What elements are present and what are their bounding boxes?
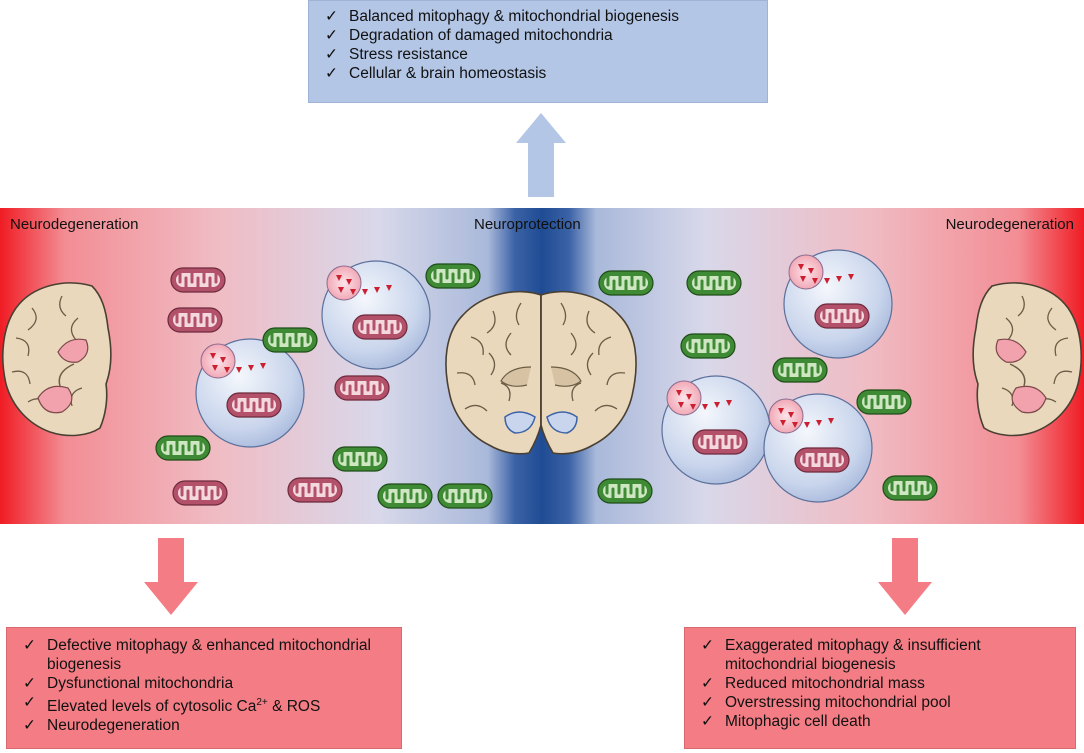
damaged-mitochondrion-icon	[333, 374, 391, 402]
outcome-item: ✓Defective mitophagy & enhanced mitochon…	[23, 637, 371, 673]
healthy-mitochondrion-icon	[685, 269, 743, 297]
check-icon: ✓	[325, 65, 338, 82]
outcome-item: ✓Neurodegeneration	[23, 717, 180, 735]
check-icon: ✓	[325, 27, 338, 44]
arrow-down-left-icon	[144, 538, 198, 615]
check-icon: ✓	[325, 46, 338, 63]
check-icon: ✓	[701, 637, 714, 654]
outcome-item: ✓Cellular & brain homeostasis	[325, 65, 547, 82]
check-icon: ✓	[23, 675, 36, 692]
outcome-item: ✓Elevated levels of cytosolic Ca2+ & ROS	[23, 694, 321, 716]
arrow-up-icon	[516, 113, 566, 197]
outcome-item: ✓Degradation of damaged mitochondria	[325, 27, 613, 44]
outcome-item: ✓Exaggerated mitophagy & insufficient mi…	[701, 637, 981, 673]
healthy-mitochondrion-icon	[597, 269, 655, 297]
damaged-mitochondrion-icon	[166, 306, 224, 334]
outcome-item: ✓Mitophagic cell death	[701, 713, 871, 730]
damaged-mitochondrion-icon	[171, 479, 229, 507]
healthy-mitochondrion-icon	[771, 356, 829, 384]
label-neurodegeneration-right: Neurodegeneration	[945, 216, 1074, 233]
mitophagy-cell-icon	[662, 376, 770, 484]
outcome-box-exaggerated-mitophagy: ✓Exaggerated mitophagy & insufficient mi…	[684, 627, 1076, 749]
arrow-down-right-icon	[878, 538, 932, 615]
healthy-mitochondrion-icon	[881, 474, 939, 502]
healthy-mitochondrion-icon	[596, 477, 654, 505]
check-icon: ✓	[701, 675, 714, 692]
check-icon: ✓	[701, 713, 714, 730]
healthy-mitochondrion-icon	[154, 434, 212, 462]
outcome-item: ✓Dysfunctional mitochondria	[23, 675, 234, 692]
label-neurodegeneration-left: Neurodegeneration	[10, 216, 139, 233]
check-icon: ✓	[23, 694, 36, 711]
mitophagy-cell-icon	[196, 339, 304, 447]
neuro-spectrum-band	[0, 208, 1084, 524]
healthy-mitochondrion-icon	[679, 332, 737, 360]
healthy-mitochondrion-icon	[331, 445, 389, 473]
outcome-item: ✓Stress resistance	[325, 46, 468, 63]
outcome-item: ✓Overstressing mitochondrial pool	[701, 694, 951, 711]
check-icon: ✓	[23, 637, 36, 654]
check-icon: ✓	[701, 694, 714, 711]
outcome-item: ✓Balanced mitophagy & mitochondrial biog…	[325, 8, 680, 25]
mitophagy-cell-icon	[322, 261, 430, 369]
healthy-mitochondrion-icon	[261, 326, 319, 354]
damaged-mitochondrion-icon	[169, 266, 227, 294]
healthy-mitochondrion-icon	[424, 262, 482, 290]
check-icon: ✓	[23, 717, 36, 735]
outcome-box-neuroprotection: ✓Balanced mitophagy & mitochondrial biog…	[308, 0, 768, 103]
healthy-brain-icon	[445, 290, 637, 455]
mitophagy-cell-icon	[764, 394, 872, 502]
healthy-mitochondrion-icon	[376, 482, 434, 510]
healthy-mitochondrion-icon	[855, 388, 913, 416]
check-icon: ✓	[325, 8, 338, 25]
healthy-mitochondrion-icon	[436, 482, 494, 510]
label-neuroprotection: Neuroprotection	[474, 216, 581, 233]
outcome-box-defective-mitophagy: ✓Defective mitophagy & enhanced mitochon…	[6, 627, 402, 749]
outcome-item: ✓Reduced mitochondrial mass	[701, 675, 925, 692]
damaged-mitochondrion-icon	[286, 476, 344, 504]
mitophagy-cell-icon	[784, 250, 892, 358]
